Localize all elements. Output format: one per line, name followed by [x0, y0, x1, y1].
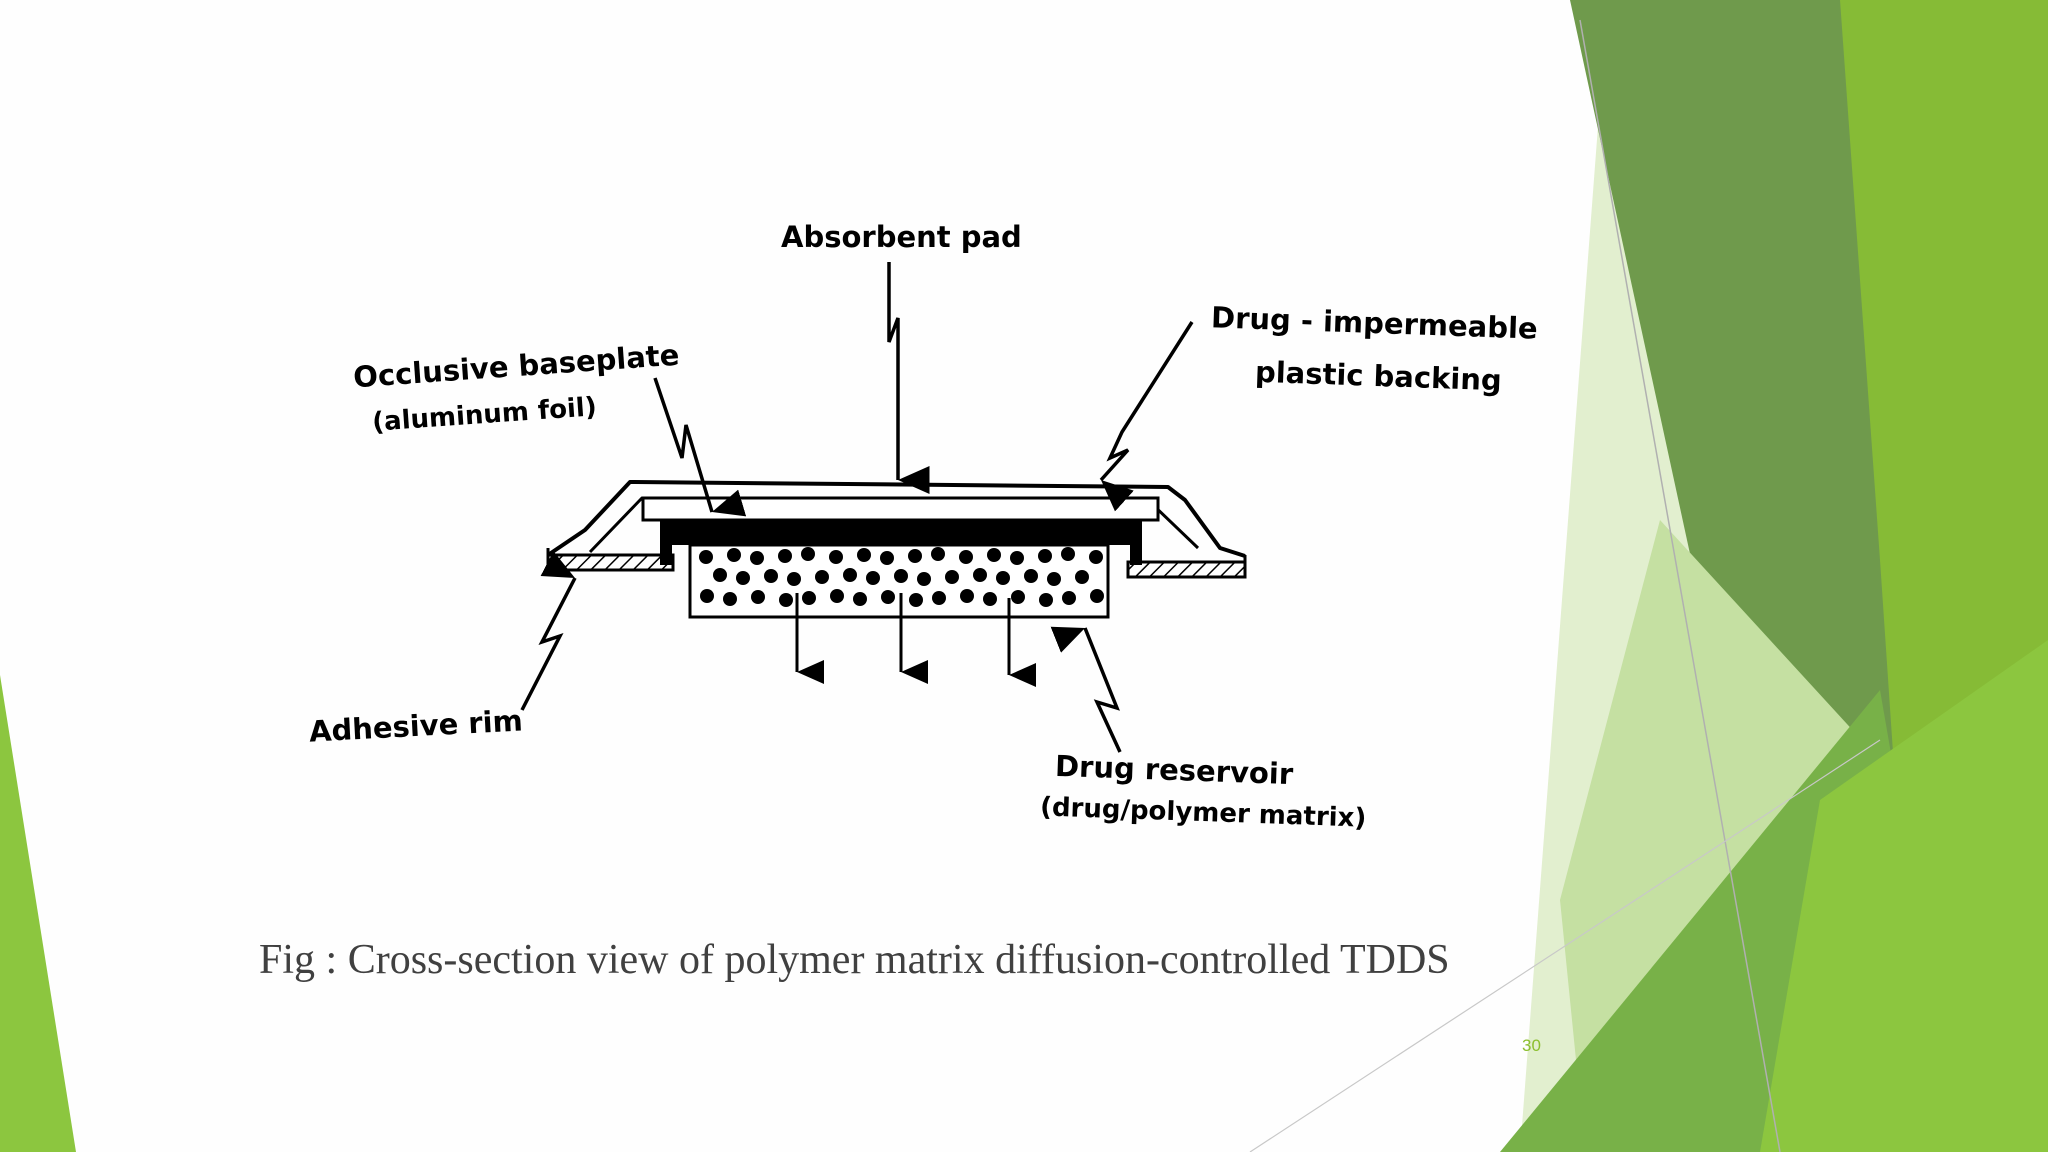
drug-particle [1075, 570, 1089, 584]
drug-particle [1011, 590, 1025, 604]
drug-particle [829, 550, 843, 564]
baseplate-flange-right [1130, 520, 1142, 565]
thin-decorative-line [1249, 739, 1881, 1152]
drug-particle [1090, 589, 1104, 603]
baseplate-flange-left [660, 520, 672, 565]
occlusive-baseplate [660, 520, 1140, 545]
baseplate-leader [653, 377, 747, 517]
drug-particle [843, 568, 857, 582]
drug-particle [894, 569, 908, 583]
reservoir-leader [1050, 626, 1122, 753]
plastic-backing-leader [1099, 321, 1194, 512]
adhesive-rim-leader [520, 551, 577, 711]
drug-particle [700, 589, 714, 603]
drug-particle [713, 568, 727, 582]
drug-particle [736, 571, 750, 585]
adhesive-rim-left [546, 553, 675, 572]
drug-particle [917, 572, 931, 586]
dark-green-facet [1570, 0, 1920, 870]
drug-particle [778, 549, 792, 563]
drug-particle [802, 591, 816, 605]
drug-particle [987, 548, 1001, 562]
drug-particle [909, 593, 923, 607]
drug-particle [1062, 591, 1076, 605]
drug-particle [857, 548, 871, 562]
drug-particle [945, 570, 959, 584]
accent-green-facet [1760, 640, 2048, 1152]
drug-particle [1038, 549, 1052, 563]
drug-particle [727, 548, 741, 562]
drug-particle [880, 551, 894, 565]
left-accent-shape [0, 675, 76, 1152]
drug-particle [983, 592, 997, 606]
drug-particle [750, 551, 764, 565]
drug-particle [779, 593, 793, 607]
drug-particle [1039, 593, 1053, 607]
drug-particle [1061, 547, 1075, 561]
drug-particle [960, 589, 974, 603]
drug-particle [996, 571, 1010, 585]
drug-particle [932, 591, 946, 605]
drug-particle [866, 571, 880, 585]
drug-particles [699, 547, 1104, 607]
drug-particle [699, 550, 713, 564]
drug-particle [931, 547, 945, 561]
drug-particle [764, 569, 778, 583]
drug-particle [853, 592, 867, 606]
drug-particle [973, 568, 987, 582]
drug-particle [1047, 572, 1061, 586]
drug-particle [801, 547, 815, 561]
absorbent-pad [641, 496, 1160, 522]
absorbent-pad-label: Absorbent pad [781, 220, 1022, 254]
drug-particle [908, 549, 922, 563]
drug-reservoir-label: Drug reservoir [1054, 748, 1294, 792]
adhesive-rim-right [1126, 560, 1247, 579]
drug-particle [815, 570, 829, 584]
page-number: 30 [1522, 1036, 1541, 1055]
figure-caption: Fig : Cross-section view of polymer matr… [259, 937, 1450, 983]
drug-particle [1010, 551, 1024, 565]
drug-particle [959, 550, 973, 564]
drug-particle [1089, 550, 1103, 564]
absorbent-pad-leader [887, 262, 930, 494]
drug-particle [723, 592, 737, 606]
plastic-backing [546, 480, 1246, 558]
drug-particle [751, 590, 765, 604]
thin-decorative-line [1579, 19, 1781, 1152]
drug-particle [881, 590, 895, 604]
drug-particle [830, 589, 844, 603]
drug-particle [787, 572, 801, 586]
drug-particle [1024, 569, 1038, 583]
plastic-backing-label: plastic backing [1254, 354, 1503, 398]
